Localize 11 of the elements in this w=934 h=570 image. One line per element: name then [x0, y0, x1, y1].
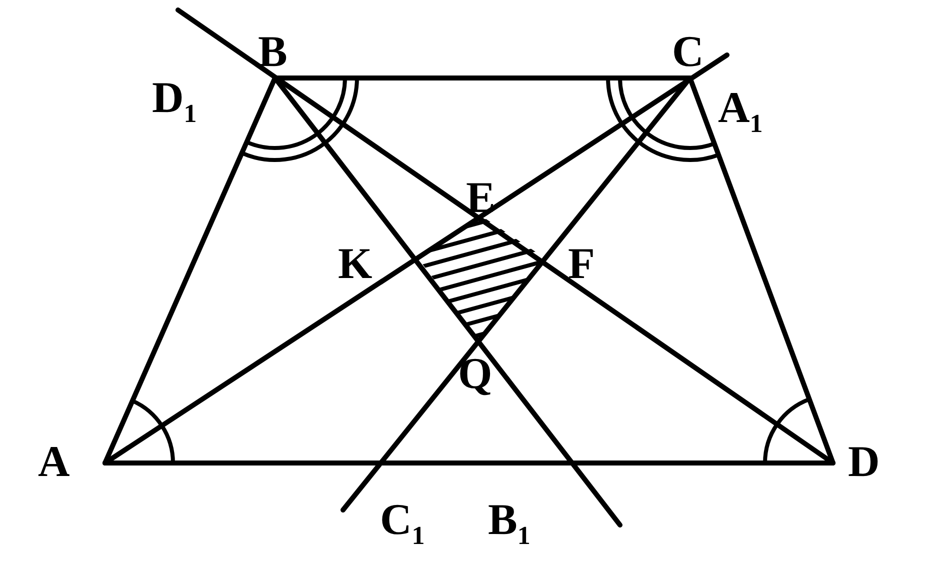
- point-label: A: [38, 440, 70, 484]
- point-label: D$_{1}$: [152, 76, 197, 127]
- point-label: K: [338, 242, 372, 286]
- point-label: A$_{1}$: [718, 86, 763, 137]
- point-label: C: [672, 30, 704, 74]
- point-label: C$_{1}$: [380, 498, 425, 549]
- point-label: Q: [458, 352, 492, 396]
- point-label: D: [848, 440, 880, 484]
- point-label: B: [258, 30, 288, 74]
- point-label: B$_{1}$: [488, 498, 530, 549]
- point-label: F: [568, 242, 595, 286]
